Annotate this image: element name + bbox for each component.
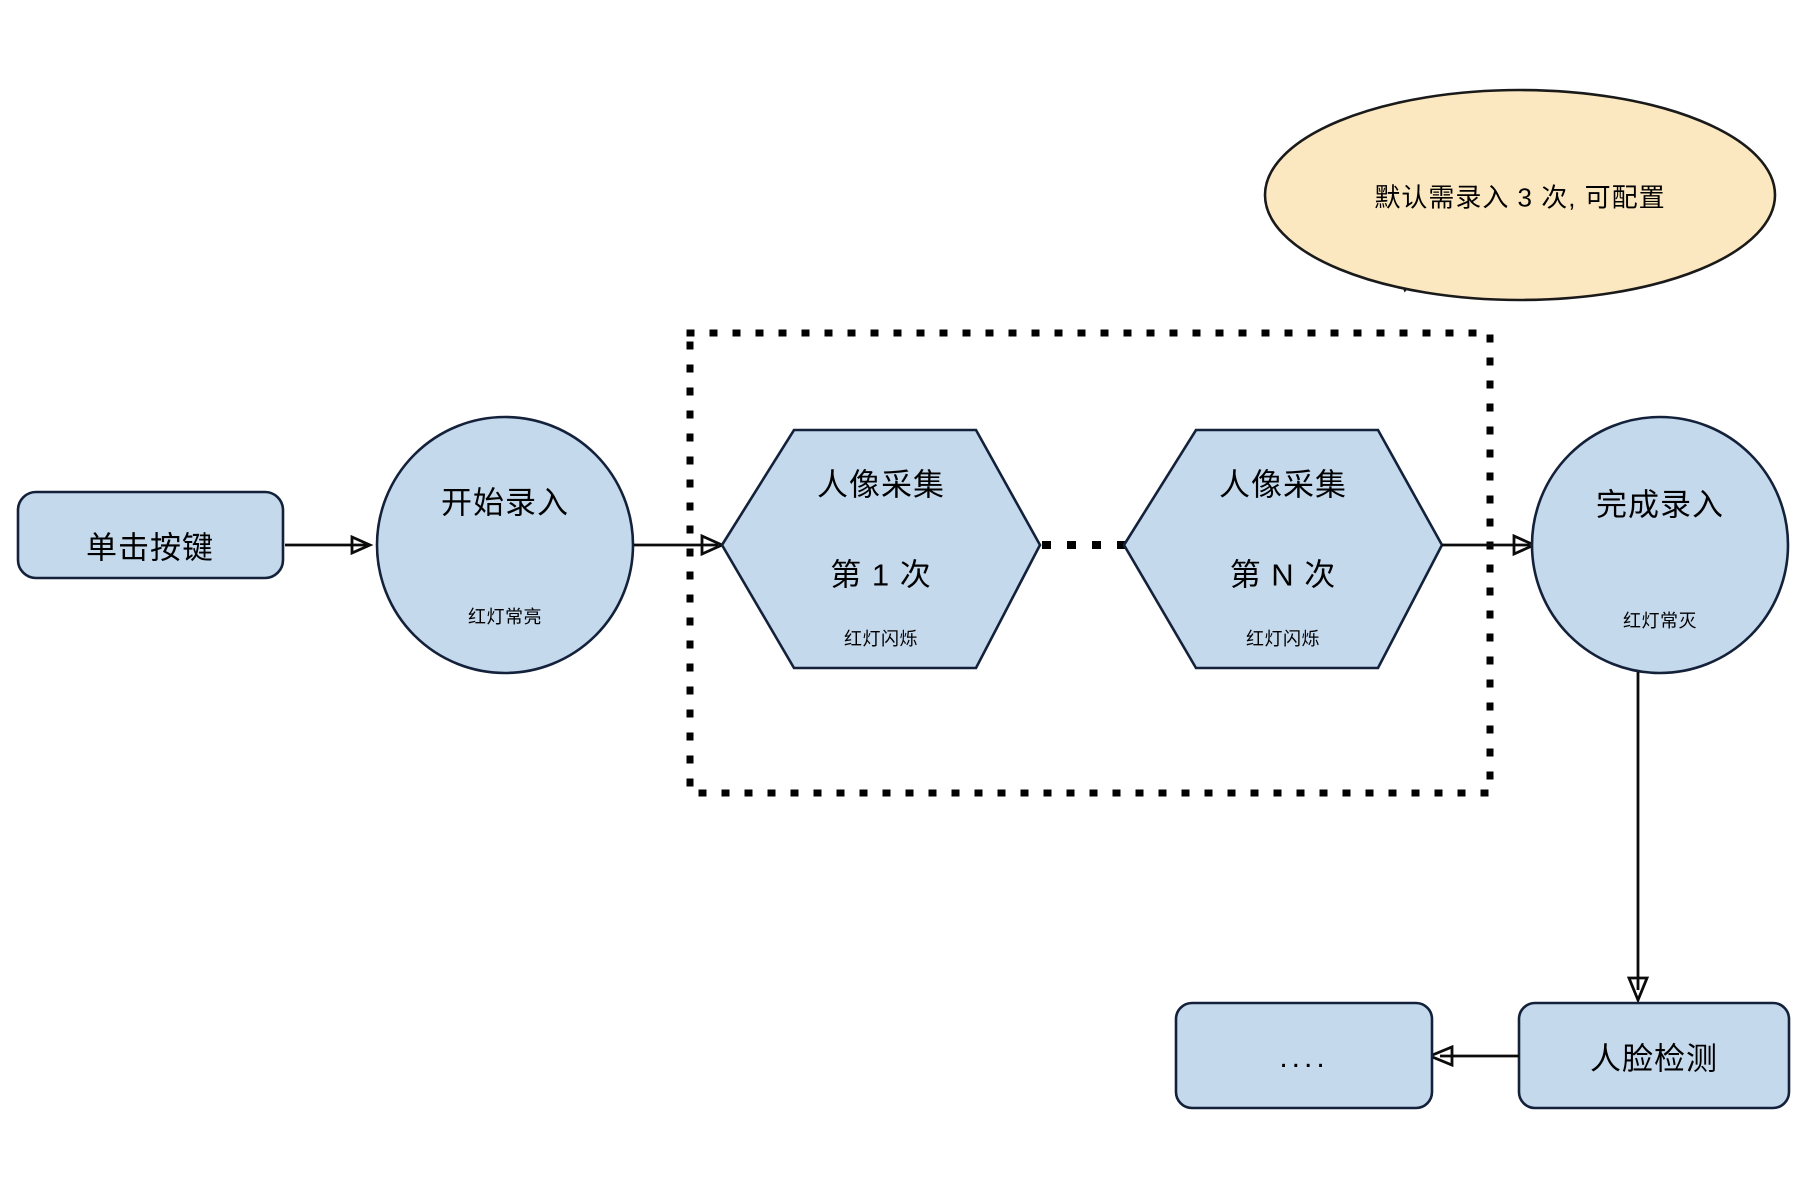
node-start-enroll-shape[interactable] — [375, 415, 635, 675]
annotation-bubble-shape — [1263, 88, 1777, 302]
node-capture-nth-shape[interactable] — [1122, 428, 1444, 670]
edge-start-to-capture-first — [634, 533, 726, 557]
node-more-steps-shape[interactable] — [1174, 1001, 1434, 1110]
node-capture-first-shape[interactable] — [720, 428, 1042, 670]
capture-loop-group-box — [686, 329, 1494, 797]
edge-click-to-start — [285, 534, 374, 556]
node-face-detect-shape[interactable] — [1517, 1001, 1791, 1110]
edge-face-detect-to-more — [1426, 1044, 1519, 1068]
edge-finish-to-face-detect — [1626, 672, 1650, 1004]
edge-capture-nth-to-finish — [1442, 533, 1538, 557]
node-click-button-shape[interactable] — [16, 490, 285, 580]
node-finish-enroll-shape[interactable] — [1530, 415, 1790, 675]
